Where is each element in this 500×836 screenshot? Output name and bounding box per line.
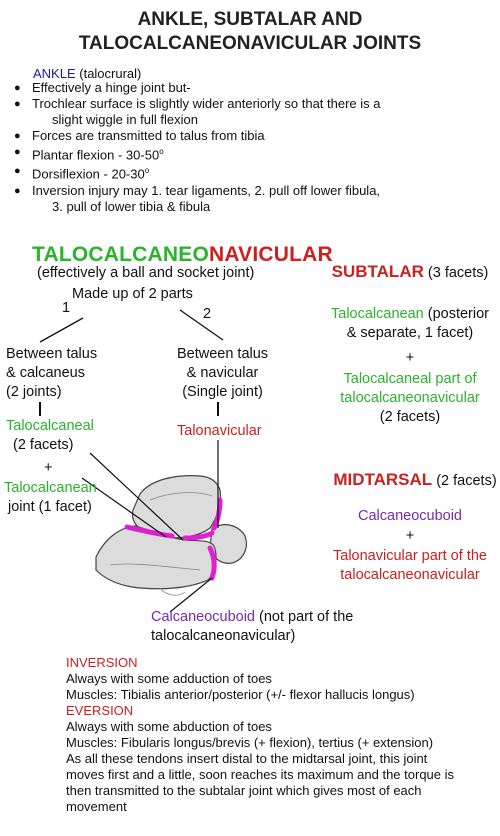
midtarsal-item-1: Calcaneocuboid: [358, 508, 462, 524]
list-item: Forces are transmitted to talus from tib…: [14, 128, 494, 144]
ankle-bullet-list: Effectively a hinge joint but- Trochlear…: [14, 80, 494, 215]
subtalar-heading: SUBTALAR (3 facets): [331, 262, 489, 281]
ankle-heading: ANKLE (talocrural): [33, 66, 141, 81]
calcaneocuboid-facet: [207, 545, 217, 581]
plus-sign-left: +: [44, 460, 53, 476]
branch-line-1: [39, 317, 84, 343]
ankle-subtitle: (talocrural): [75, 66, 142, 81]
talocalcanean-label: Talocalcanean: [4, 480, 97, 496]
ankle-title: ANKLE: [33, 66, 76, 81]
calcaneocuboid-note: Calcaneocuboid (not part of the: [151, 609, 354, 625]
tcn-title: TALOCALCANEONAVICULAR: [32, 243, 333, 266]
tcn-subtitle: (effectively a ball and socket joint): [37, 265, 255, 281]
subtalar-item-2: Talocalcaneal part of talocalcaneonavicu…: [340, 371, 480, 425]
bone-detail-lines: [109, 492, 213, 596]
list-item: Dorsiflexion - 20-30o: [14, 163, 494, 182]
eversion-heading: EVERSION: [66, 703, 134, 718]
calcaneus-bone: [95, 525, 217, 590]
talonavicular-label: Talonavicular: [177, 423, 262, 439]
subtalar-plus: +: [405, 350, 415, 366]
list-item: Trochlear surface is slightly wider ante…: [14, 96, 494, 128]
talocalcanean-joint: joint (1 facet): [8, 499, 92, 515]
foot-bones-drawing: [95, 475, 247, 590]
left-branch-text: Between talus & calcaneus (2 joints): [6, 346, 98, 400]
list-item: Effectively a hinge joint but-: [14, 80, 494, 96]
talocalcaneal-label: Talocalcaneal: [6, 418, 94, 434]
talocalcanean-facet: [124, 524, 175, 539]
branch-number-1: 1: [62, 300, 71, 316]
inversion-heading: INVERSION: [66, 655, 138, 670]
branch-line-2: [179, 309, 224, 341]
talocalcaneal-facets: (2 facets): [13, 437, 74, 453]
subtalar-item-1: Talocalcanean (posterior & separate, 1 f…: [331, 306, 489, 341]
page-title-line2: TALOCALCANEONAVICULAR JOINTS: [78, 33, 422, 54]
page-title: ANKLE, SUBTALAR AND: [137, 9, 363, 30]
leader-lines: [81, 440, 219, 613]
list-item: Plantar flexion - 30-50o: [14, 144, 494, 163]
midtarsal-heading: MIDTARSAL (2 facets): [333, 470, 497, 489]
talocalcaneal-facet: [182, 530, 215, 541]
calcaneocuboid-note-line2: talocalcaneonavicular): [151, 628, 296, 644]
right-branch-text: Between talus & navicular (Single joint): [176, 346, 269, 400]
midtarsal-item-2: Talonavicular part of the talocalcaneona…: [333, 548, 487, 583]
list-item: Inversion injury may 1. tear ligaments, …: [14, 183, 494, 215]
tcn-made-up: Made up of 2 parts: [72, 286, 193, 302]
movement-notes: INVERSION Always with some adduction of …: [66, 655, 496, 815]
midtarsal-plus: +: [405, 528, 415, 544]
branch-number-2: 2: [203, 306, 212, 322]
